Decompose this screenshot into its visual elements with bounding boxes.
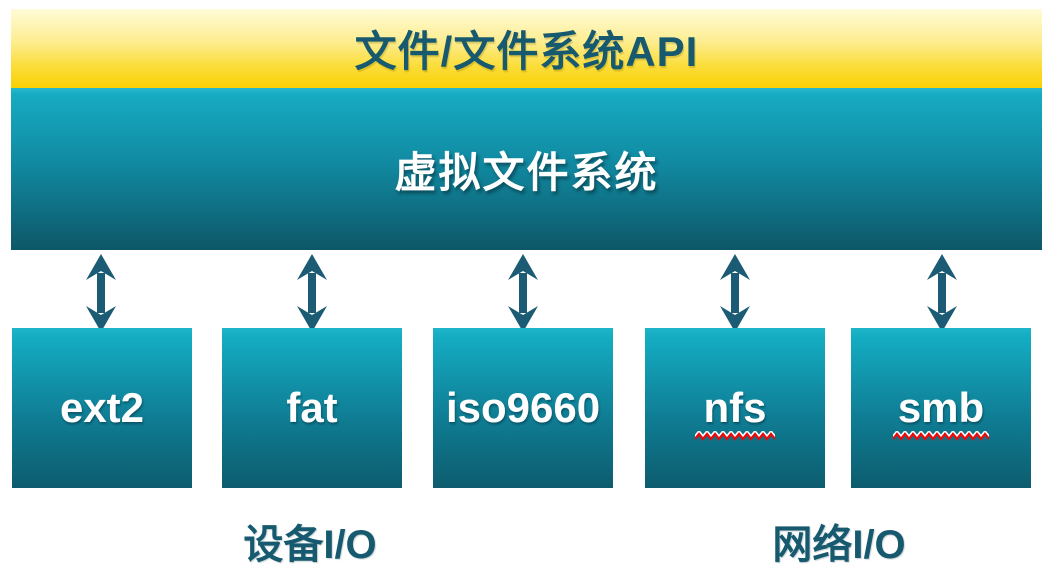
double-arrow-icon [925, 254, 959, 332]
double-arrow-icon [718, 254, 752, 332]
spellcheck-squiggle-icon [695, 431, 775, 441]
file-api-banner: 文件/文件系统API [11, 9, 1042, 88]
virtual-file-system-label: 虚拟文件系统 [394, 148, 659, 196]
file-api-banner-label: 文件/文件系统API [354, 28, 699, 75]
double-arrow-icon [84, 254, 118, 332]
device-io-label: 设备I/O [243, 523, 377, 567]
double-arrow-icon [506, 254, 540, 332]
fs-box-fat: fat [222, 328, 402, 488]
double-arrow-icon [295, 254, 329, 332]
fs-label-ext2: ext2 [59, 384, 145, 431]
fs-label-fat: fat [286, 384, 338, 431]
spellcheck-squiggle-icon [892, 431, 989, 441]
fs-box-smb: smb [851, 328, 1031, 488]
fs-box-iso9660: iso9660 [433, 328, 613, 488]
fs-box-nfs: nfs [645, 328, 825, 488]
fs-label-iso9660: iso9660 [445, 384, 601, 431]
fs-label-smb: smb [892, 384, 989, 441]
fs-box-ext2: ext2 [12, 328, 192, 488]
fs-label-nfs: nfs [695, 384, 775, 441]
network-io-label: 网络I/O [772, 523, 906, 567]
virtual-file-system-box: 虚拟文件系统 [11, 88, 1042, 250]
